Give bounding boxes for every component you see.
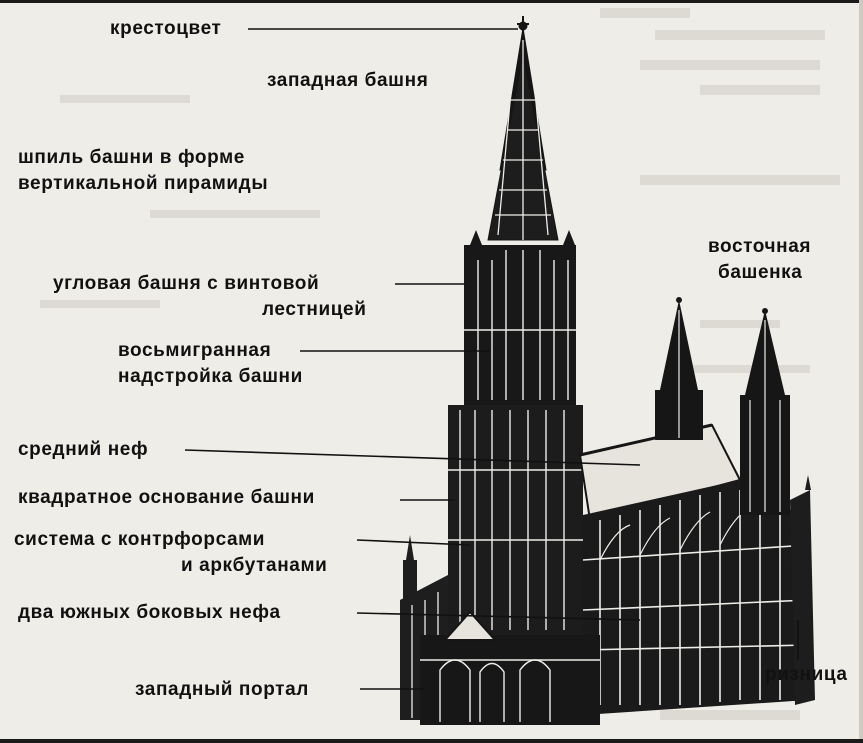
frame-top-border xyxy=(0,0,863,3)
label-east-turret-line1: восточная xyxy=(708,236,812,257)
frame-bottom-border xyxy=(0,739,863,743)
label-octagon-line2: надстройка башни xyxy=(118,366,303,387)
bleed-through-texture xyxy=(40,8,840,720)
label-nave: средний неф xyxy=(18,439,149,460)
label-west-tower: западная башня xyxy=(267,70,429,91)
east-turrets xyxy=(655,297,790,515)
label-finial: крестоцвет xyxy=(110,18,222,39)
nave-body xyxy=(582,480,809,715)
label-south-aisles: два южных боковых нефа xyxy=(18,602,281,623)
west-portal xyxy=(420,610,600,725)
leader-lines xyxy=(184,28,799,690)
label-sacristy: ризница xyxy=(765,664,848,685)
frame-right-border xyxy=(859,0,863,743)
label-stair-turret-line2: лестницей xyxy=(262,299,367,320)
octagon-stage xyxy=(464,230,576,405)
label-spire-line2: вертикальной пирамиды xyxy=(18,173,269,194)
square-tower-base xyxy=(448,405,583,635)
label-stair-turret-line1: угловая башня с винтовой xyxy=(53,273,320,294)
sacristy-building xyxy=(790,475,815,705)
label-octagon-line1: восьмигранная xyxy=(118,340,272,361)
label-spire-line1: шпиль башни в форме xyxy=(18,147,245,168)
label-square-base: квадратное основание башни xyxy=(18,487,315,508)
label-east-turret-line2: башенка xyxy=(718,262,803,283)
west-tower-spire xyxy=(487,16,559,241)
label-buttress-line1: система с контрфорсами xyxy=(14,529,266,550)
label-west-portal: западный портал xyxy=(135,679,309,700)
label-buttress-line2: и аркбутанами xyxy=(181,555,328,576)
